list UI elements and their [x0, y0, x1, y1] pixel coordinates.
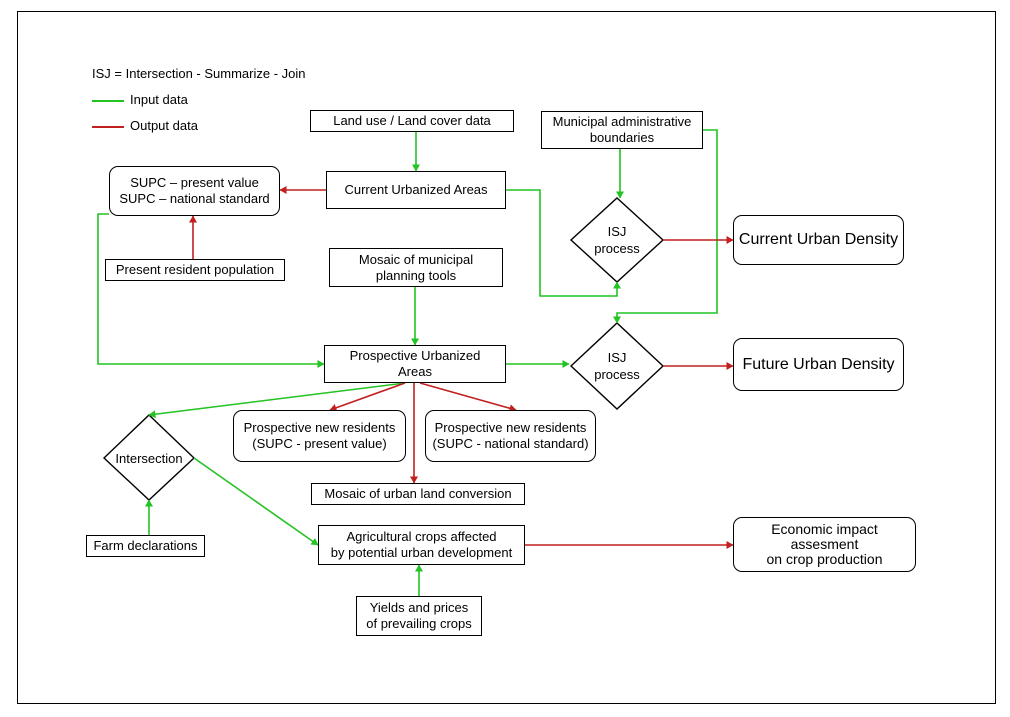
- isj-future-diamond: [569, 322, 665, 410]
- node-future-density: Future Urban Density: [733, 338, 904, 391]
- node-crops-affected-label: Agricultural crops affected by potential…: [330, 529, 513, 560]
- node-new-residents-national: Prospective new residents (SUPC - nation…: [425, 410, 596, 462]
- intersection-label: Intersection: [104, 448, 194, 468]
- node-present-population: Present resident population: [105, 259, 285, 281]
- node-new-residents-present: Prospective new residents (SUPC - presen…: [233, 410, 406, 462]
- legend-output-swatch: [92, 126, 124, 128]
- legend-output-label: Output data: [130, 118, 198, 133]
- node-prospective-urbanized: Prospective Urbanized Areas: [324, 345, 506, 383]
- link-supc-to-prospective: [97, 213, 325, 368]
- node-municipal-boundaries-label: Municipal administrative boundaries: [552, 114, 692, 145]
- node-mosaic-planning: Mosaic of municipal planning tools: [329, 248, 503, 287]
- node-supc: SUPC – present value SUPC – national sta…: [109, 166, 280, 216]
- isj-current-text: ISJ process: [594, 224, 640, 256]
- node-mosaic-conversion: Mosaic of urban land conversion: [311, 483, 525, 505]
- isj-future-label: ISJ process: [581, 348, 653, 384]
- node-yields-prices-label: Yields and prices of prevailing crops: [366, 600, 472, 631]
- isj-current-label: ISJ process: [581, 222, 653, 258]
- node-mosaic-planning-label: Mosaic of municipal planning tools: [358, 251, 474, 283]
- link-prospective-to-residents-present: [329, 382, 406, 412]
- node-present-population-label: Present resident population: [115, 262, 275, 277]
- legend-title: ISJ = Intersection - Summarize - Join: [92, 66, 306, 81]
- node-supc-label: SUPC – present value SUPC – national sta…: [119, 175, 270, 206]
- isj-future-text: ISJ process: [594, 350, 640, 382]
- intersection-text: Intersection: [115, 450, 183, 466]
- node-crops-affected: Agricultural crops affected by potential…: [318, 525, 525, 565]
- node-current-density: Current Urban Density: [733, 215, 904, 265]
- node-land-use: Land use / Land cover data: [310, 110, 514, 132]
- node-new-residents-present-label: Prospective new residents (SUPC - presen…: [243, 420, 396, 451]
- node-new-residents-national-label: Prospective new residents (SUPC - nation…: [432, 420, 589, 451]
- link-boundaries-to-isj-future: [613, 129, 718, 324]
- node-land-use-label: Land use / Land cover data: [333, 113, 491, 128]
- node-current-urbanized-label: Current Urbanized Areas: [344, 182, 488, 197]
- node-yields-prices: Yields and prices of prevailing crops: [356, 596, 482, 636]
- legend-input-swatch: [92, 100, 124, 102]
- link-prospective-to-residents-national: [419, 382, 517, 413]
- node-economic-impact-label: Economic impact assesment on crop produc…: [766, 521, 883, 567]
- node-current-density-label: Current Urban Density: [738, 231, 899, 248]
- link-current-to-isj: [506, 189, 621, 297]
- legend-input-label: Input data: [130, 92, 188, 107]
- node-mosaic-conversion-label: Mosaic of urban land conversion: [324, 486, 512, 501]
- link-prospective-to-intersection: [148, 382, 406, 419]
- node-current-urbanized: Current Urbanized Areas: [326, 171, 506, 209]
- node-prospective-urbanized-label: Prospective Urbanized Areas: [349, 348, 481, 379]
- link-intersection-to-crops: [193, 457, 319, 546]
- node-farm-declarations: Farm declarations: [86, 535, 205, 557]
- node-economic-impact: Economic impact assesment on crop produc…: [733, 517, 916, 572]
- node-municipal-boundaries: Municipal administrative boundaries: [541, 111, 703, 149]
- node-farm-declarations-label: Farm declarations: [93, 538, 198, 553]
- node-future-density-label: Future Urban Density: [742, 355, 895, 373]
